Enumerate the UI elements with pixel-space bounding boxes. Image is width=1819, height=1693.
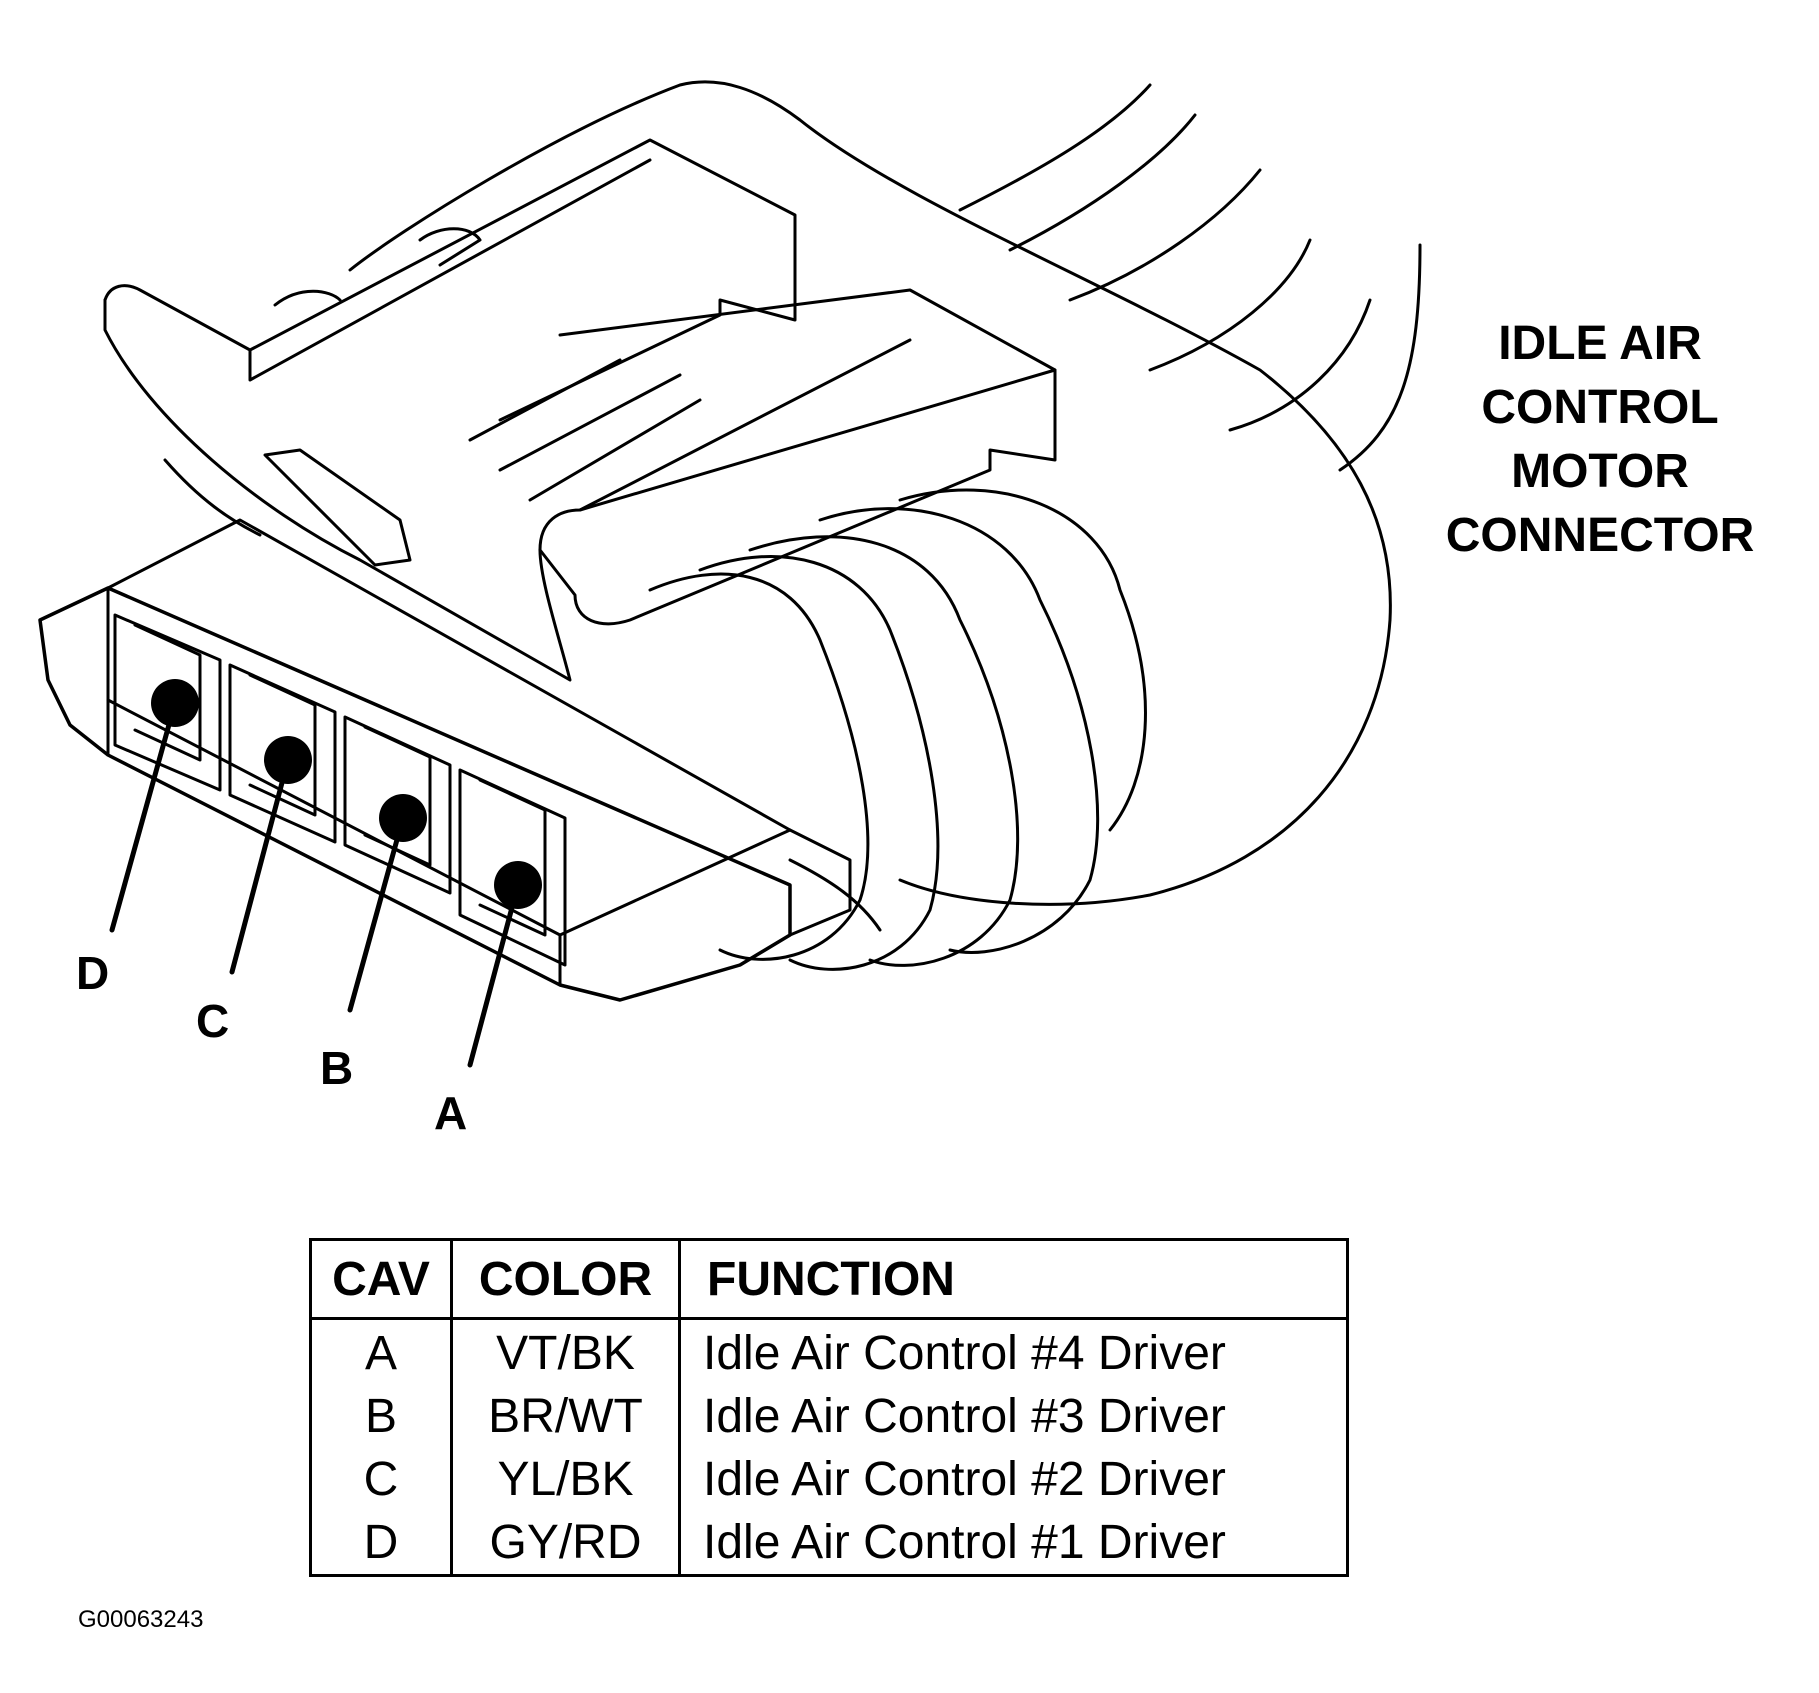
header-function: FUNCTION [678,1239,1349,1320]
table-row: A VT/BK Idle Air Control #4 Driver [309,1318,1349,1385]
table-row: B BR/WT Idle Air Control #3 Driver [309,1385,1349,1448]
leader-lines [109,700,521,1068]
cell-color: YL/BK [450,1448,681,1511]
cell-cav: A [309,1318,453,1385]
cell-function: Idle Air Control #1 Driver [678,1511,1349,1576]
cell-function: Idle Air Control #4 Driver [678,1318,1349,1385]
cell-color: GY/RD [450,1511,681,1576]
pin-label-d: D [76,947,110,999]
cell-color: VT/BK [450,1318,681,1385]
connector-front-face [38,586,792,1002]
housing-tab [418,227,482,267]
cell-cav: B [309,1385,453,1448]
wire-bundle-strands [958,83,1422,472]
header-cav: CAV [309,1239,453,1320]
pin-label-a: A [434,1087,468,1139]
cell-cav: C [309,1448,453,1511]
locking-latch [103,138,1057,682]
title-line: IDLE AIR [1498,317,1702,370]
table-header-row: CAV COLOR FUNCTION [309,1239,1349,1320]
cavity-slots [113,613,567,967]
cell-color: BR/WT [450,1385,681,1448]
pin-label-b: B [320,1042,354,1094]
title-line: CONTROL [1481,381,1719,434]
title-line: MOTOR [1511,445,1689,498]
wire-loops [648,488,1147,971]
header-color: COLOR [450,1239,681,1320]
pinout-table: CAV COLOR FUNCTION A VT/BK Idle Air Cont… [309,1238,1349,1577]
title-line: CONNECTOR [1445,509,1755,562]
cell-function: Idle Air Control #3 Driver [678,1385,1349,1448]
rear-housing [348,80,1392,906]
figure-id: G00063243 [78,1606,204,1633]
table-row: D GY/RD Idle Air Control #1 Driver [309,1511,1349,1576]
table-row: C YL/BK Idle Air Control #2 Driver [309,1448,1349,1511]
cell-function: Idle Air Control #2 Driver [678,1448,1349,1511]
pin-label-c: C [196,995,230,1047]
cell-cav: D [309,1511,453,1576]
